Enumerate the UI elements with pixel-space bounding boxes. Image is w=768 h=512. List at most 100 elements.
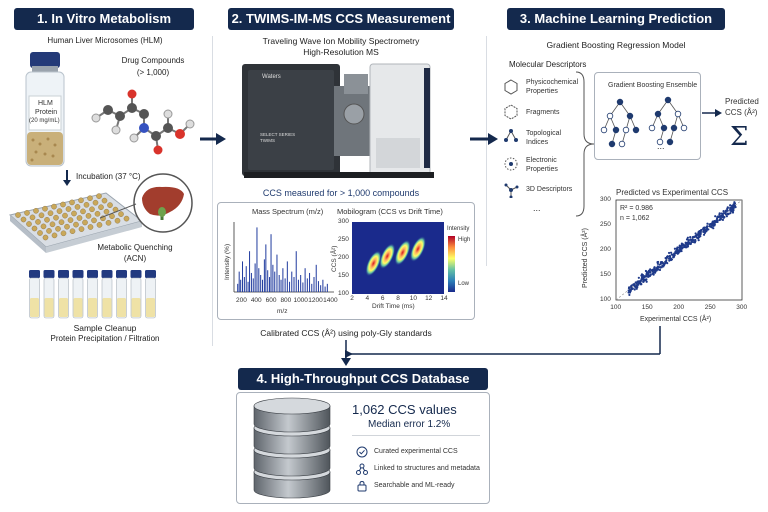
scatter-point	[722, 210, 725, 213]
ms-ylabel: Intensity (%)	[224, 243, 231, 280]
mobilogram-heatmap	[352, 222, 444, 294]
scatter-point	[669, 251, 673, 254]
sample-vial	[29, 270, 40, 319]
scatter-point	[726, 207, 729, 211]
mobility-peak	[409, 236, 426, 262]
link-icon	[356, 463, 368, 475]
hexagon-icon	[504, 79, 518, 95]
well	[118, 211, 124, 217]
scatter-point	[705, 226, 708, 229]
scatter-point	[730, 208, 733, 211]
well	[35, 219, 41, 225]
scatter-point	[700, 228, 703, 232]
sample-vial	[145, 270, 156, 319]
mobility-peak	[394, 239, 411, 266]
scatter-ytick: 300	[600, 196, 611, 203]
well	[42, 205, 48, 212]
scatter-point	[713, 219, 716, 223]
well	[101, 197, 108, 204]
well	[20, 216, 27, 223]
desc-elec-1: Electronic	[526, 157, 557, 164]
cleanup-sub: Protein Precipitation / Filtration	[50, 334, 160, 343]
well	[85, 213, 92, 219]
sample-vial	[101, 270, 113, 319]
arrow-2-to-3-icon	[470, 133, 498, 145]
well	[78, 197, 84, 204]
scatter-point	[713, 223, 716, 226]
well	[49, 221, 56, 228]
scatter-point	[719, 217, 722, 220]
ms-xlabel: m/z	[277, 308, 288, 315]
mobilogram-xtick: 4	[365, 295, 370, 302]
scatter-point	[726, 206, 729, 209]
scatter-point	[645, 280, 648, 283]
ccs-measured-label: CCS measured for > 1,000 compounds	[262, 188, 420, 198]
calibrated-label: Calibrated CCS (Å²) using poly-Gly stand…	[260, 328, 432, 338]
scatter-point	[667, 255, 670, 258]
scatter-point	[702, 230, 705, 234]
topology-icon	[504, 129, 518, 142]
3d-icon	[504, 183, 519, 198]
mobility-peak	[379, 243, 396, 270]
incubation-label: Incubation (37 °C)	[76, 172, 141, 181]
descriptors-title: Molecular Descriptors	[509, 60, 587, 69]
scatter-point	[686, 244, 689, 247]
well	[31, 225, 38, 232]
scatter-title: Predicted vs Experimental CCS	[616, 188, 729, 197]
colorbar	[448, 236, 455, 292]
mobilogram-xtick: 12	[425, 295, 433, 302]
fragments-icon	[504, 104, 518, 120]
scatter-point	[732, 207, 735, 210]
scatter-point	[697, 237, 700, 240]
drug-compounds-count: (> 1,000)	[136, 68, 170, 77]
scatter-point	[681, 243, 684, 246]
scatter-point	[688, 242, 691, 245]
twims-sub1: Traveling Wave Ion Mobility Spectrometry	[262, 36, 420, 46]
well	[103, 208, 110, 215]
well	[78, 226, 85, 232]
well	[26, 221, 32, 227]
scatter-point	[637, 283, 640, 286]
zoom-line	[100, 203, 137, 219]
well	[87, 224, 94, 230]
scatter-point	[714, 215, 717, 218]
arrow-1-to-2-icon	[200, 133, 226, 145]
mobilogram-ytick: 150	[338, 272, 349, 279]
trees-icon	[600, 96, 688, 148]
scatter-point	[725, 215, 728, 218]
desc-topo-2: Indices	[526, 139, 549, 146]
well	[98, 204, 104, 211]
scatter-point	[637, 276, 640, 279]
scatter-point	[673, 247, 677, 250]
well	[94, 210, 101, 217]
well	[73, 221, 79, 228]
well	[42, 234, 49, 241]
mobilogram-xtick: 6	[380, 295, 385, 302]
scatter-ytick: 100	[600, 296, 611, 303]
scatter-point	[635, 287, 638, 290]
scatter-point	[676, 252, 679, 255]
scatter-n: n = 1,062	[620, 215, 650, 222]
scatter-point	[659, 262, 662, 265]
scatter-point	[695, 235, 698, 238]
mass-spectrum-title: Mass Spectrum (m/z)	[252, 207, 324, 216]
scatter-point	[668, 254, 672, 257]
well	[107, 202, 113, 208]
instrument-model-2: TWIMS	[260, 138, 275, 143]
scatter-point	[644, 275, 648, 278]
scatter-point	[731, 211, 734, 214]
scatter-point	[694, 232, 697, 235]
well	[69, 199, 75, 206]
scatter-point	[724, 209, 728, 212]
well	[96, 193, 102, 199]
decision-tree	[600, 98, 640, 148]
scatter-point	[718, 212, 721, 215]
db-divider	[352, 435, 480, 436]
mobilogram-xlabel: Drift Time (ms)	[372, 303, 415, 310]
scatter-point	[686, 236, 689, 239]
scatter-point	[657, 260, 660, 264]
scatter-point	[629, 290, 632, 293]
mobilogram-ytick: 250	[338, 236, 349, 243]
colorbar-title: Intensity	[447, 226, 470, 232]
scatter-point	[643, 278, 646, 281]
